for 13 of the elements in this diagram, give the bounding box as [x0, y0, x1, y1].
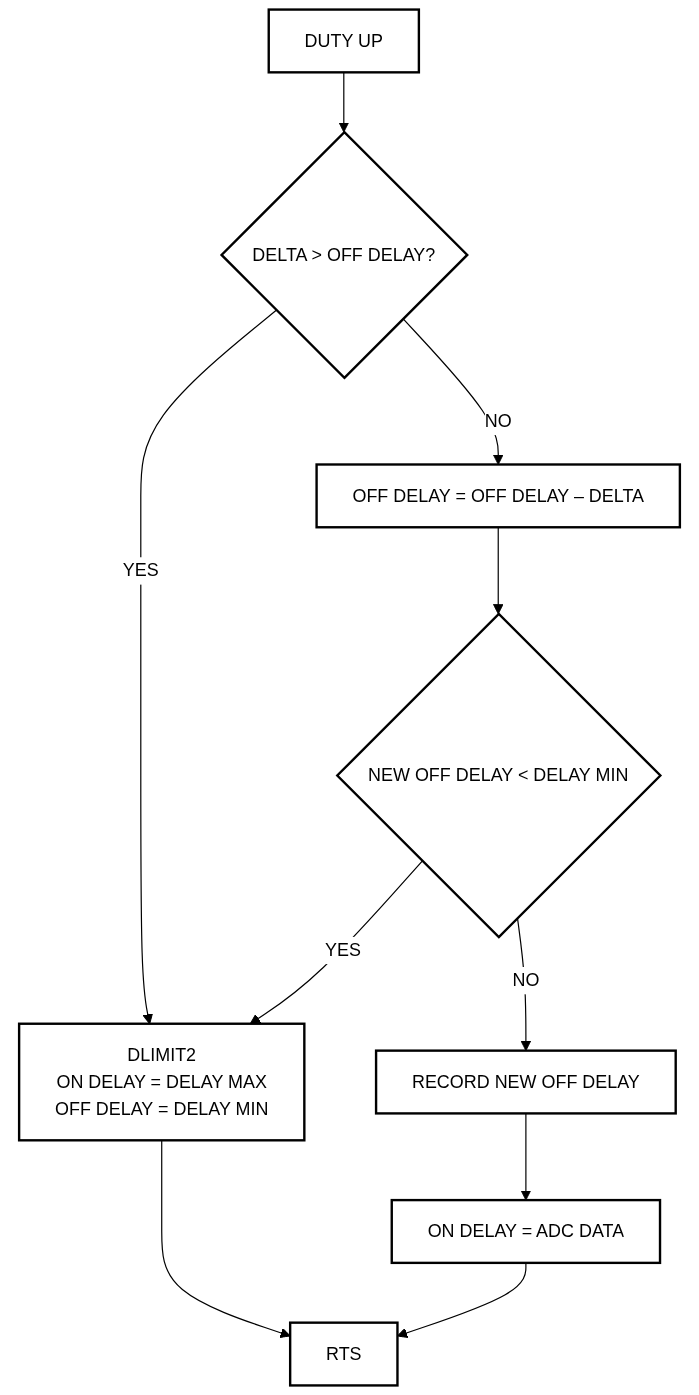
- edge-label: NO: [484, 410, 512, 431]
- node-box: DLIMIT2 ON DELAY = DELAY MAX OFF DELAY = DELAY MIN: [17, 1022, 306, 1142]
- edge-label: YES: [325, 939, 361, 960]
- edge-label: YES: [122, 559, 159, 580]
- node-box: DUTY UP: [267, 8, 421, 74]
- node-box: OFF DELAY = OFF DELAY – DELTA: [315, 463, 682, 529]
- node-box: RECORD NEW OFF DELAY: [374, 1049, 677, 1115]
- edge-label: NO: [512, 969, 540, 990]
- node-diamond: DELTA > OFF DELAY?: [219, 130, 469, 380]
- node-diamond: NEW OFF DELAY < DELAY MIN: [335, 612, 663, 939]
- node-box: RTS: [288, 1321, 399, 1387]
- arrow: [397, 1262, 527, 1338]
- node-box: ON DELAY = ADC DATA: [390, 1198, 662, 1265]
